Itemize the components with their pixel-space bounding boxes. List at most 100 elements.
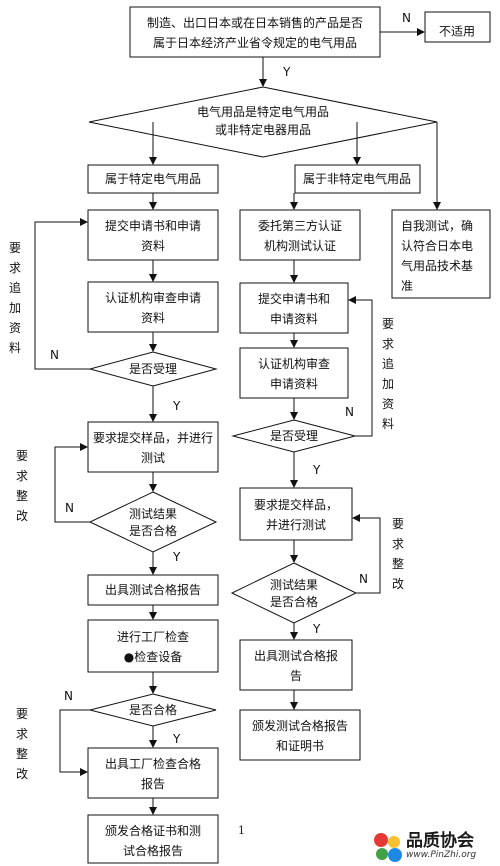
label-yes-left-accept: Y [172, 399, 181, 413]
watermark-title: 品质协会 [406, 831, 474, 851]
svg-text:整: 整 [16, 746, 28, 761]
svg-text:求: 求 [392, 537, 404, 551]
not-applicable-text: 不适用 [439, 25, 475, 39]
left-factory-report-text-2: 报告 [141, 776, 165, 791]
mid-submit-text-1: 提交申请书和 [258, 291, 330, 306]
start-text-1: 制造、出口日本或在日本销售的产品是否 [147, 15, 363, 30]
label-no-top: N [402, 11, 411, 25]
mid-certificate-text-1: 颁发测试合格报告 [252, 718, 348, 733]
mid-test-text-1: 测试结果 [270, 577, 318, 592]
svg-text:料: 料 [9, 341, 21, 355]
svg-text:整: 整 [392, 556, 404, 571]
svg-text:要: 要 [392, 517, 404, 531]
mid-submit-text-2: 申请资料 [270, 312, 318, 326]
self-test-text-4: 准 [401, 279, 413, 293]
left-certificate-text-1: 颁发合格证书和测 [105, 823, 201, 838]
left-factory-report-text-1: 出具工厂检查合格 [105, 756, 201, 771]
svg-text:求: 求 [16, 727, 28, 741]
mid-more-info-note: 要 求 追 加 资 料 [382, 317, 394, 431]
svg-text:要: 要 [9, 241, 21, 255]
svg-text:追: 追 [9, 280, 21, 295]
left-sample-test-text-2: 测试 [141, 450, 165, 465]
non-specific-branch-text: 属于非特定电气用品 [303, 171, 411, 186]
mid-review-text-2: 申请资料 [270, 377, 318, 391]
mid-test-diamond [230, 562, 358, 624]
left-factory-check-text-2: ●检查设备 [124, 649, 182, 664]
left-accept-text: 是否受理 [129, 362, 177, 376]
mid-test-report-text-2: 告 [290, 669, 302, 683]
svg-text:求: 求 [16, 469, 28, 483]
svg-text:要: 要 [382, 317, 394, 331]
left-test-text-1: 测试结果 [129, 506, 177, 521]
left-test-diamond [88, 491, 218, 553]
left-factory-decision-text: 是否合格 [129, 702, 177, 717]
type-decision-diamond [88, 86, 438, 158]
left-rectify-note-1: 要 求 整 改 [16, 449, 28, 523]
self-test-text-3: 气用品技术基 [401, 258, 473, 273]
left-review-text-1: 认证机构审查申请 [105, 290, 201, 305]
self-test-text-1: 自我测试，确 [401, 218, 473, 233]
label-yes-top: Y [282, 65, 291, 79]
type-decision-text-1: 电气用品是特定电气用品 [197, 104, 329, 119]
type-decision-text-2: 或非特定电器用品 [215, 122, 311, 137]
svg-text:求: 求 [9, 261, 21, 275]
mid-test-report-box [239, 639, 353, 691]
pinzhi-logo-icon [374, 833, 402, 862]
mid-test-text-2: 是否合格 [270, 594, 318, 609]
mid-test-report-text-1: 出具测试合格报 [254, 648, 338, 663]
left-review-text-2: 资料 [141, 311, 165, 325]
svg-text:改: 改 [392, 577, 404, 591]
left-certificate-text-2: 试合格报告 [123, 843, 183, 858]
left-rectify-note-2: 要 求 整 改 [16, 707, 28, 781]
label-yes-left-factory: Y [172, 732, 181, 746]
left-factory-check-box [87, 619, 219, 673]
mid-review-text-1: 认证机构审查 [258, 356, 330, 371]
mid-third-party-text-1: 委托第三方认证 [258, 218, 342, 233]
mid-rectify-note: 要 求 整 改 [392, 517, 404, 591]
left-more-info-note: 要 求 追 加 资 料 [9, 241, 21, 355]
mid-accept-text: 是否受理 [270, 429, 318, 443]
svg-text:加: 加 [9, 301, 21, 315]
mid-certificate-text-2: 和证明书 [276, 739, 324, 753]
mid-sample-test-text-2: 并进行测试 [266, 517, 326, 532]
left-submit-text-1: 提交申请书和申请 [105, 218, 201, 233]
left-test-report-text: 出具测试合格报告 [105, 582, 201, 597]
svg-text:改: 改 [16, 509, 28, 523]
svg-text:求: 求 [382, 337, 394, 351]
label-no-left-test: N [65, 501, 74, 515]
label-no-mid-accept: N [345, 405, 354, 419]
non-specific-branch-box [294, 164, 421, 194]
label-no-mid-test: N [359, 572, 368, 586]
svg-text:资: 资 [9, 321, 21, 335]
svg-text:追: 追 [382, 356, 394, 371]
mid-sample-test-text-1: 要求提交样品， [254, 497, 338, 512]
svg-text:要: 要 [16, 449, 28, 463]
left-submit-text-2: 资料 [141, 239, 165, 253]
label-no-left-accept: N [50, 348, 59, 362]
svg-text:改: 改 [16, 767, 28, 781]
mid-sample-test-box [239, 487, 353, 541]
left-certificate-box [87, 814, 219, 864]
mid-third-party-text-2: 机构测试认证 [264, 238, 336, 253]
watermark: 品质协会 www.PinZhi.org [368, 826, 500, 866]
label-yes-left-test: Y [172, 550, 181, 564]
start-text-2: 属于日本经济产业省令规定的电气用品 [153, 35, 357, 50]
self-test-box [391, 209, 491, 299]
left-sample-test-text-1: 要求提交样品，并进行 [93, 430, 213, 445]
svg-text:整: 整 [16, 488, 28, 503]
left-test-text-2: 是否合格 [129, 523, 177, 538]
left-factory-check-text-1: 进行工厂检查 [117, 629, 189, 644]
svg-text:料: 料 [382, 417, 394, 431]
page-number: 1 [238, 824, 245, 837]
self-test-text-2: 认符合日本电 [401, 238, 473, 253]
watermark-url: www.PinZhi.org [406, 850, 477, 860]
mid-third-party-box [239, 209, 361, 261]
label-no-left-factory: N [64, 689, 73, 703]
specific-branch-text: 属于特定电气用品 [105, 171, 201, 186]
svg-text:要: 要 [16, 707, 28, 721]
label-yes-mid-test: Y [312, 622, 321, 636]
mid-certificate-box [239, 709, 361, 761]
label-yes-mid-accept: Y [312, 463, 321, 477]
svg-text:加: 加 [382, 377, 394, 391]
